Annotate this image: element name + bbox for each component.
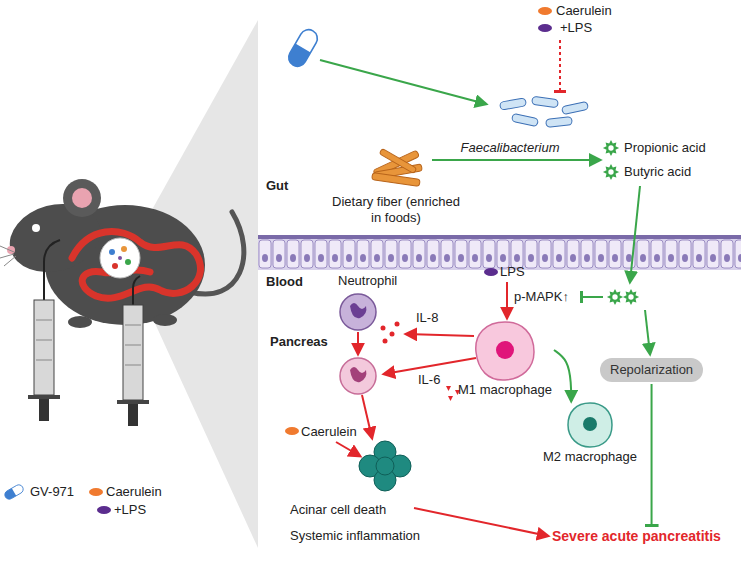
label-text: IL-6	[418, 372, 440, 388]
label-text: Dietary fiber (enriched in foods)	[331, 194, 461, 226]
gut-region: Gut	[258, 0, 741, 236]
node-text: Acinar cell death	[290, 502, 412, 518]
node-text: Severe acute pancreatitis	[552, 528, 721, 544]
node-text: Repolarization	[610, 362, 693, 378]
node-text: M1 macrophage	[458, 382, 552, 398]
region-fill	[258, 0, 741, 236]
m2-macrophage: M2 macrophage	[543, 401, 637, 465]
node-text: Pancreas	[270, 334, 741, 350]
blood-region: BloodPancreasM1 macrophageRepolarization…	[258, 270, 741, 566]
label-text: IL-8	[416, 310, 438, 326]
connector-arrow	[414, 508, 548, 536]
label-text: GV-971	[30, 484, 74, 500]
label-text: p-MAPK↑	[514, 289, 569, 305]
neutrophil-cell: Neutrophil	[338, 273, 397, 329]
node-text: Gut	[266, 178, 741, 194]
label-text: Caerulein	[556, 3, 612, 19]
label-text: +LPS	[114, 502, 146, 518]
label-text: Systemic inflammation	[290, 528, 420, 544]
label-text: Propionic acid	[624, 140, 706, 156]
acinar-cell: Acinar cell death	[290, 440, 412, 518]
connector-arrow	[554, 350, 571, 401]
connector-arrow	[651, 384, 653, 526]
label-text: +LPS	[560, 20, 592, 36]
region-fill	[258, 270, 741, 566]
outcome-text: Severe acute pancreatitis	[552, 528, 721, 544]
node-text: M2 macrophage	[543, 449, 637, 465]
node-text: Neutrophil	[338, 273, 397, 289]
label-text: LPS	[500, 264, 525, 280]
process-box: Repolarization	[600, 358, 703, 382]
m1-macrophage: M1 macrophage	[458, 322, 552, 398]
label-text: Caerulein	[106, 484, 162, 500]
label-text: Caerulein	[301, 424, 357, 440]
label-text: Faecalibacterium	[461, 140, 560, 156]
label-text: Butyric acid	[624, 164, 691, 180]
